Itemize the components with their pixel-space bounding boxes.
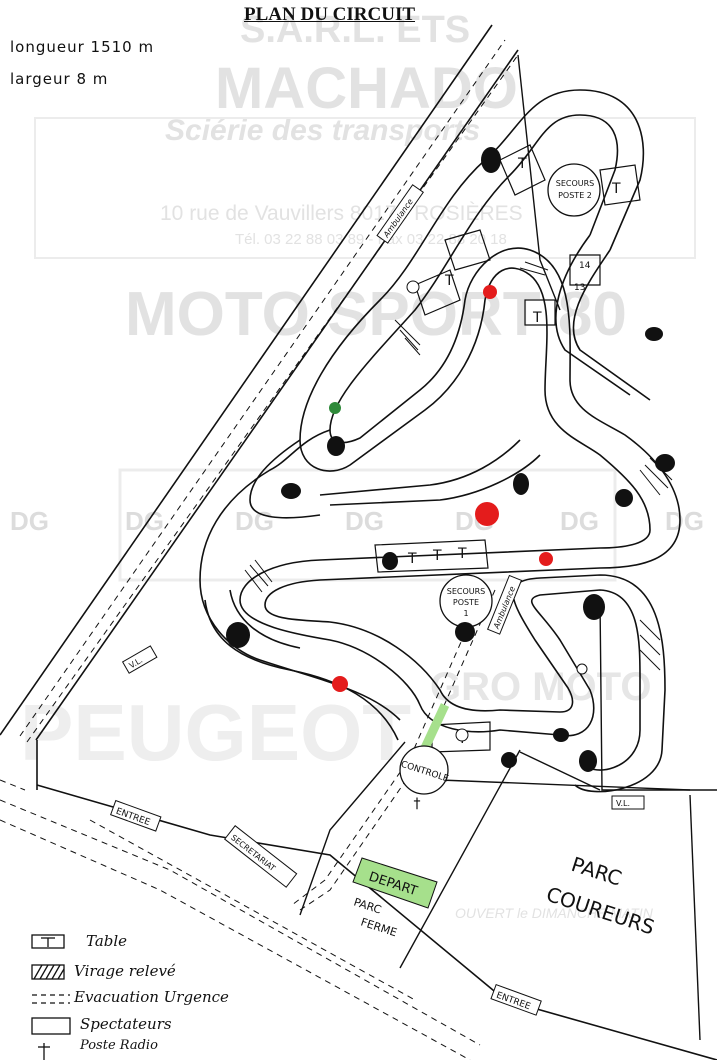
legend-radio-icon	[38, 1043, 50, 1060]
legend-label-table: Table	[86, 932, 128, 950]
ad-name: MACHADO	[215, 56, 518, 121]
table-marker-4: T	[532, 310, 542, 326]
legend-label-radio: Poste Radio	[80, 1038, 158, 1053]
marshal-8	[382, 552, 398, 570]
marker-13: 13	[574, 283, 585, 293]
marshal-4	[281, 483, 301, 499]
evacuation-lines	[291, 589, 496, 911]
marshal-3	[327, 436, 345, 456]
parc-coureurs: PARC COUREURS	[543, 852, 657, 939]
legend-spectateurs-icon	[31, 1017, 71, 1035]
table-marker-5: T	[407, 551, 417, 567]
table-marker-6: T	[432, 548, 442, 564]
parc-ferme-line2: FERME	[359, 915, 399, 939]
legend-evacuation-icon	[32, 994, 70, 1004]
marshal-1	[481, 147, 501, 173]
marshal-10	[455, 622, 475, 642]
ad-company: S.A.R.L. ETS	[240, 9, 470, 51]
legend-label-evacuation: Evacuation Urgence	[74, 988, 229, 1006]
secours1-line2: POSTE	[453, 598, 479, 607]
watermark: DG DG DG DG DG DG DG	[10, 506, 704, 536]
marker-14: 14	[579, 261, 591, 271]
secours1-line1: SECOURS	[447, 587, 486, 596]
secours-poste-1: SECOURS POSTE 1	[439, 574, 493, 628]
marshal-9	[226, 622, 250, 648]
banked-turns	[244, 261, 673, 671]
controle: CONTROLE †	[399, 703, 450, 812]
ad-subtitle: Sciérie des transports	[165, 114, 480, 147]
track-width: largeur 8 m	[10, 70, 109, 88]
watermark-1: DG	[10, 506, 49, 536]
watermark-2: DG	[125, 506, 164, 536]
marshal-5	[513, 473, 529, 495]
track-length: longueur 1510 m	[10, 38, 155, 56]
controle-radio-icon: †	[414, 796, 421, 812]
table-marker-3: T	[444, 273, 454, 289]
small-circles	[406, 280, 588, 742]
red-marker-3	[539, 552, 553, 566]
ad-sport: MOTO SPORT 80	[125, 280, 627, 349]
red-marker-4	[332, 676, 348, 692]
marshal-posts	[226, 147, 675, 772]
secours2-line2: POSTE 2	[558, 191, 592, 200]
marshal-14	[501, 752, 517, 768]
park-boundaries	[299, 54, 717, 1041]
secours2-line1: SECOURS	[556, 179, 595, 188]
marshal-11	[583, 594, 605, 620]
watermark-7: DG	[665, 506, 704, 536]
parc-coureurs-line1: PARC	[568, 852, 624, 891]
red-markers	[332, 285, 553, 692]
page-title: PLAN DU CIRCUIT	[244, 4, 416, 25]
marshal-13	[579, 750, 597, 772]
parc-ferme-line1: PARC	[352, 895, 383, 916]
marshal-12	[553, 728, 569, 742]
legend-virage-icon	[31, 964, 65, 980]
legend-table-icon	[31, 934, 65, 949]
svg-text:PEUGEOT: PEUGEOT	[20, 688, 411, 777]
background-ad: S.A.R.L. ETS MACHADO Sciérie des transpo…	[20, 9, 696, 921]
table-marker-2: T	[611, 181, 621, 197]
svg-text:GRO MOTO: GRO MOTO	[430, 665, 651, 709]
ad-address: 10 rue de Vauvillers 80170 ROSIÈRES	[160, 202, 523, 225]
marshal-7	[655, 454, 675, 472]
red-marker-1	[483, 285, 497, 299]
watermark-6: DG	[560, 506, 599, 536]
table-marker-1: T	[517, 156, 527, 172]
legend-label-spectateurs: Spectateurs	[80, 1015, 172, 1033]
marshal-6	[615, 489, 633, 507]
watermark-4: DG	[345, 506, 384, 536]
marshal-2	[645, 327, 663, 341]
ad-bottom: OUVERT le DIMANCHE MATIN	[455, 905, 654, 921]
legend-icons	[31, 934, 71, 1060]
ad-phone: Tél. 03 22 88 03 89 - Fax 03 22 88 20 18	[235, 231, 507, 248]
legend-label-virage: Virage relevé	[74, 962, 176, 980]
secours-poste-2: SECOURS POSTE 2	[547, 163, 601, 217]
secours1-line3: 1	[463, 609, 468, 618]
depart-zone: DEPART PARC FERME	[352, 857, 438, 939]
red-marker-2	[475, 502, 499, 526]
vl-sign-2: V.L.	[616, 799, 630, 808]
green-marker	[329, 402, 341, 414]
table-marker-7: T	[457, 546, 467, 562]
